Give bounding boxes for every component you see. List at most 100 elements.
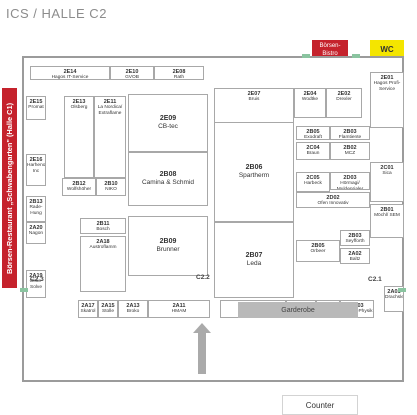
booth-number: 2B07 xyxy=(245,252,263,259)
exhibitor-name: Rade-Hung xyxy=(29,205,43,216)
booth-number: 2B02 xyxy=(343,145,357,151)
booth-number: 2E01 xyxy=(380,75,394,81)
booth-number: 2A20 xyxy=(29,225,43,231)
exhibitor-name: CB-tec xyxy=(158,123,178,130)
exhibitor-name: Nagon xyxy=(28,231,44,236)
booth-number: 2E10 xyxy=(125,69,139,75)
booth-number: 2B05 xyxy=(311,243,325,249)
door-icon xyxy=(20,288,28,292)
entry-c2-1: C2.1 xyxy=(368,276,382,283)
booth-number: 2B11 xyxy=(96,221,110,227)
exhibitor-name: Bosch xyxy=(96,227,110,232)
exhibitor-name: Leda xyxy=(246,260,262,267)
exhibitor-name: Drachsler xyxy=(385,295,404,300)
exhibitor-name: NIKO xyxy=(105,187,117,192)
booth-number: 2E16 xyxy=(29,157,43,163)
booth-number: 2B10 xyxy=(104,181,118,187)
exhibitor-name: Brunner xyxy=(156,246,180,253)
exhibitor-name: GVOB xyxy=(125,75,139,80)
booth-number: 2E11 xyxy=(103,99,117,105)
hall-title: ICS / HALLE C2 xyxy=(6,6,107,21)
exhibitor-name: La Nordica/ Extraflame xyxy=(97,105,123,116)
entrance-arrow-shaft xyxy=(198,330,206,374)
booth-number: 2A18 xyxy=(96,239,110,245)
exhibitor-name: HMAM xyxy=(171,309,187,314)
booth-number: 2B12 xyxy=(72,181,86,187)
booth-number: 2B03 xyxy=(348,233,362,239)
booth-2e16: 2E16Harhenov-Inc xyxy=(26,154,46,186)
exhibitor-name: Flamtiente xyxy=(338,135,362,140)
booth-number: 2A02 xyxy=(348,251,362,257)
booth-number: 2E09 xyxy=(159,115,177,122)
exhibitor-name: Möchl/ SEM xyxy=(374,213,400,218)
counter-label: Counter xyxy=(282,395,358,415)
booth-number: 2E14 xyxy=(63,69,77,75)
bistro-label: Börsen-Bistro xyxy=(312,40,348,60)
exhibitor-name: Exodraft xyxy=(304,135,322,140)
door-icon xyxy=(352,54,360,58)
booth-number: 2B13 xyxy=(29,199,43,205)
exhibitor-name: Baltz xyxy=(349,257,361,262)
booth-number: 2B08 xyxy=(159,171,177,178)
door-icon xyxy=(302,54,310,58)
restaurant-label: Börsen-Restaurant „Schwabengarten" (Hall… xyxy=(2,88,17,288)
exhibitor-name: Harbeck xyxy=(304,181,322,186)
wc-label: WC xyxy=(370,40,404,58)
exhibitor-name: Skatrol xyxy=(80,309,96,314)
booth-number: 2A17 xyxy=(81,303,95,309)
booth-number: 2A13 xyxy=(126,303,140,309)
booth-number: 2B01 xyxy=(380,207,394,213)
exhibitor-name: Orbeer xyxy=(310,249,326,254)
exhibitor-name: Okko-Solve xyxy=(29,279,43,290)
entrance-arrow-icon xyxy=(193,323,211,333)
entry-c2-2: C2.2 xyxy=(196,274,210,281)
booth-number: 2B09 xyxy=(159,238,177,245)
exhibitor-name: Hagos Profi-Service xyxy=(373,81,401,92)
exhibitor-name: Hörmagi/ Muldenrialer xyxy=(336,181,364,190)
booth-number: 2D03 xyxy=(343,175,357,181)
exhibitor-name: Drexler xyxy=(336,97,352,102)
booth-number: 2A11 xyxy=(172,303,186,309)
booth-number: 2E07 xyxy=(247,91,261,97)
booth-number: 2B03 xyxy=(343,129,357,135)
booth-number: 2B05 xyxy=(306,129,320,135)
booth-number: 2C01 xyxy=(380,165,394,171)
exhibitor-name: Camina & Schmid xyxy=(141,179,195,186)
exhibitor-name: Olsberg xyxy=(70,105,88,110)
booth-number: 2B06 xyxy=(245,164,263,171)
garderobe-area: Garderobe xyxy=(238,302,358,318)
booth-number: 2A01 xyxy=(387,289,401,295)
booth-number: 2D02 xyxy=(326,195,340,201)
exhibitor-name: MCZ xyxy=(344,151,356,156)
exhibitor-name: Harhenov-Inc xyxy=(27,163,46,174)
booth-number: 2A15 xyxy=(101,303,115,309)
